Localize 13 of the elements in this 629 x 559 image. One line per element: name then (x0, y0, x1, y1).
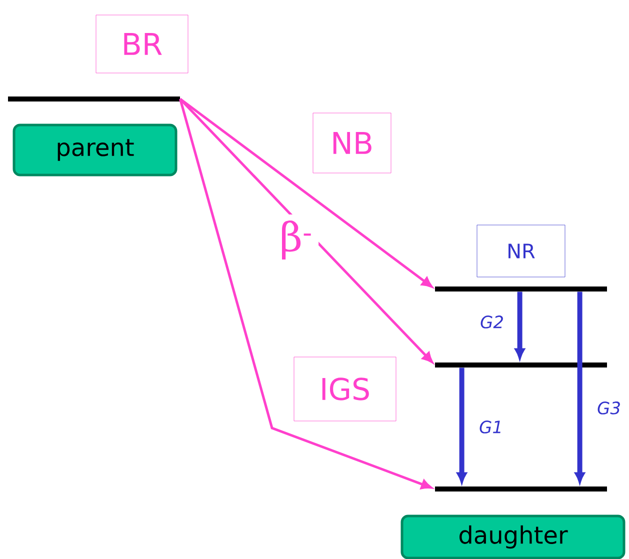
arrow (179, 98, 433, 363)
label-box: IGS (294, 356, 396, 422)
arrow (179, 98, 432, 288)
arrow (179, 98, 432, 490)
label-box: NR (476, 224, 566, 278)
label-box: NB (312, 112, 392, 174)
label-box: BR (96, 14, 188, 74)
name-box: daughter (400, 514, 626, 559)
edge-label: G1 (478, 420, 504, 434)
name-box: parent (12, 124, 178, 176)
edge-label: G2 (479, 314, 505, 330)
beta-label: β$^{-}$ (273, 214, 319, 266)
edge-label: G3 (596, 400, 622, 416)
